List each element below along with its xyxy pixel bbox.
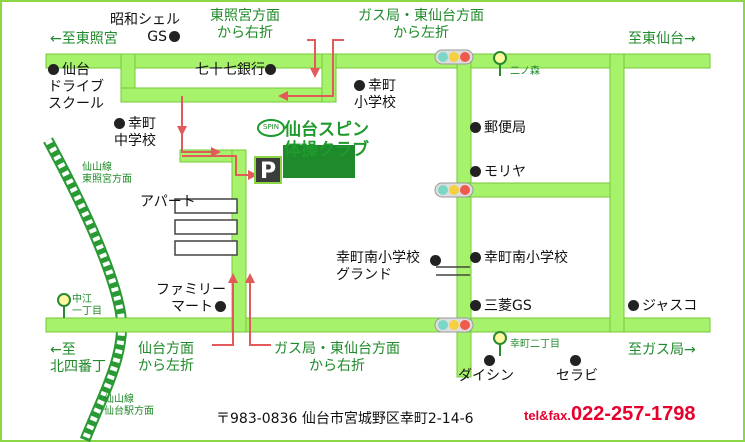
signal-saiwaicho-2chome: 幸町二丁目 [510, 339, 560, 350]
phone[interactable]: tel&fax.022-257-1798 [524, 403, 696, 426]
landmark-showa-shell: 昭和シェル GS [110, 12, 180, 45]
route-from-sendai: 仙台方面 から左折 [138, 341, 194, 374]
landmark-mitsubishi-gs: 三菱GS [470, 298, 532, 315]
rail-sendai-label: 仙山線 仙台駅方面 [104, 394, 154, 417]
landmark-daishin: ダイシン [458, 368, 514, 384]
route-arrowheads [177, 68, 320, 283]
landmark-bank: 七十七銀行 [195, 62, 276, 79]
route-gas-top: ガス局・東仙台方面 から左折 [358, 8, 484, 41]
gym-name: 仙台スピン 体操クラブ [284, 120, 369, 160]
gym-building [283, 145, 355, 178]
signal-nakae: 中江 一丁目 [72, 294, 102, 317]
logo-text: SPIN [263, 123, 279, 131]
direction-toshogu: ←至東照宮 [50, 31, 118, 47]
landmark-moriya: モリヤ [470, 164, 526, 181]
rail-toshogu-label: 仙山線 東照宮方面 [82, 162, 132, 185]
route-arrows [181, 39, 344, 346]
parking-icon: P [254, 156, 282, 184]
route-gas-bottom: ガス局・東仙台方面 から右折 [274, 341, 400, 374]
phone-number[interactable]: 022-257-1798 [570, 403, 696, 425]
landmark-post-office: 郵便局 [470, 120, 526, 137]
landmark-driving-school: 仙台 ドライブ スクール [48, 62, 104, 112]
landmark-daishin-dot [484, 350, 495, 369]
road-east-ns [609, 53, 625, 333]
landmark-ground-dot [430, 250, 441, 269]
landmark-elementary-ground: 幸町南小学校 グランド [336, 250, 420, 283]
landmark-junior-high: 幸町 中学校 [114, 116, 156, 149]
direction-gas-station: 至ガス局→ [628, 342, 696, 358]
apartment-building [174, 198, 238, 256]
address: 〒983-0836 仙台市宮城野区幸町2-14-6 [216, 411, 474, 427]
traffic-signal [434, 49, 474, 65]
road-moriya [456, 182, 623, 198]
bridge [436, 266, 470, 276]
landmark-apartment: アパート [140, 194, 196, 210]
direction-kitayonbancho: ←至 北四番丁 [50, 342, 106, 375]
signal-post-icon [57, 51, 507, 356]
landmark-saiwaicho-elementary: 幸町 小学校 [354, 78, 396, 111]
railway [43, 137, 128, 442]
traffic-signal [434, 317, 474, 333]
road-south [45, 317, 711, 333]
phone-prefix: tel&fax. [524, 408, 571, 423]
signal-ninomori: 二ノ森 [510, 66, 540, 77]
direction-higashisendai: 至東仙台→ [628, 31, 696, 47]
landmark-family-mart: ファミリー マート [156, 282, 226, 315]
roads [45, 53, 711, 378]
landmark-serabi-dot [570, 350, 581, 369]
traffic-signal [434, 182, 474, 198]
route-from-toshogu: 東照宮方面 から右折 [210, 8, 280, 41]
spin-logo-icon [257, 119, 285, 137]
landmark-serabi: セラビ [556, 368, 598, 384]
landmark-jusco: ジャスコ [628, 298, 697, 315]
landmark-minami-elementary: 幸町南小学校 [470, 250, 568, 267]
